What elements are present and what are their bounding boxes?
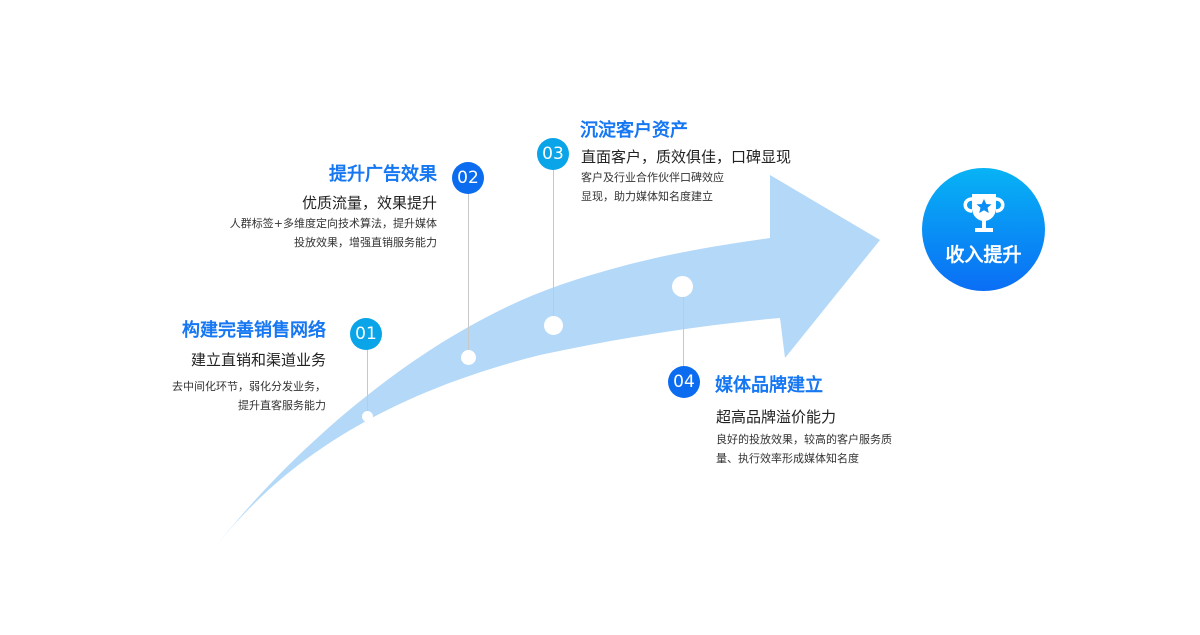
step-desc-02: 人群标签+多维度定向技术算法，提升媒体 投放效果，增强直销服务能力 [230,214,437,252]
step-title-04: 媒体品牌建立 [715,375,823,396]
goal-badge: 收入提升 [922,168,1045,291]
step-title-03: 沉淀客户资产 [580,120,688,141]
connector-line-02 [468,190,469,355]
connector-line-01 [367,348,368,414]
milestone-dot-01 [362,411,373,422]
step-subtitle-04: 超高品牌溢价能力 [716,408,837,426]
desc-line: 人群标签+多维度定向技术算法，提升媒体 [229,217,437,230]
desc-line: 投放效果，增强直销服务能力 [294,236,437,249]
connector-line-04 [683,290,684,370]
step-number-03: 03 [537,138,569,170]
step-subtitle-01: 建立直销和渠道业务 [190,351,326,369]
step-subtitle-02: 优质流量，效果提升 [301,194,437,212]
desc-line: 去中间化环节，弱化分发业务， [172,380,326,393]
desc-line: 客户及行业合作伙伴口碑效应 [581,171,724,184]
step-desc-04: 良好的投放效果，较高的客户服务质 量、执行效率形成媒体知名度 [716,430,892,468]
goal-label: 收入提升 [945,244,1022,266]
milestone-dot-03 [544,316,563,335]
step-title-02: 提升广告效果 [329,164,437,185]
desc-line: 提升直客服务能力 [238,399,326,412]
milestone-dot-04 [672,276,693,297]
desc-line: 量、执行效率形成媒体知名度 [716,452,859,465]
step-desc-03: 客户及行业合作伙伴口碑效应 显现，助力媒体知名度建立 [581,168,724,206]
step-title-01: 构建完善销售网络 [182,320,326,341]
step-desc-01: 去中间化环节，弱化分发业务， 提升直客服务能力 [172,377,326,415]
step-number-04: 04 [668,366,700,398]
desc-line: 良好的投放效果，较高的客户服务质 [716,433,892,446]
step-number-01: 01 [350,318,382,350]
step-number-02: 02 [452,162,484,194]
step-subtitle-03: 直面客户，质效俱佳，口碑显现 [581,148,792,166]
milestone-dot-02 [461,350,476,365]
desc-line: 显现，助力媒体知名度建立 [581,190,713,203]
connector-line-03 [553,165,554,320]
trophy-icon [963,194,1004,232]
